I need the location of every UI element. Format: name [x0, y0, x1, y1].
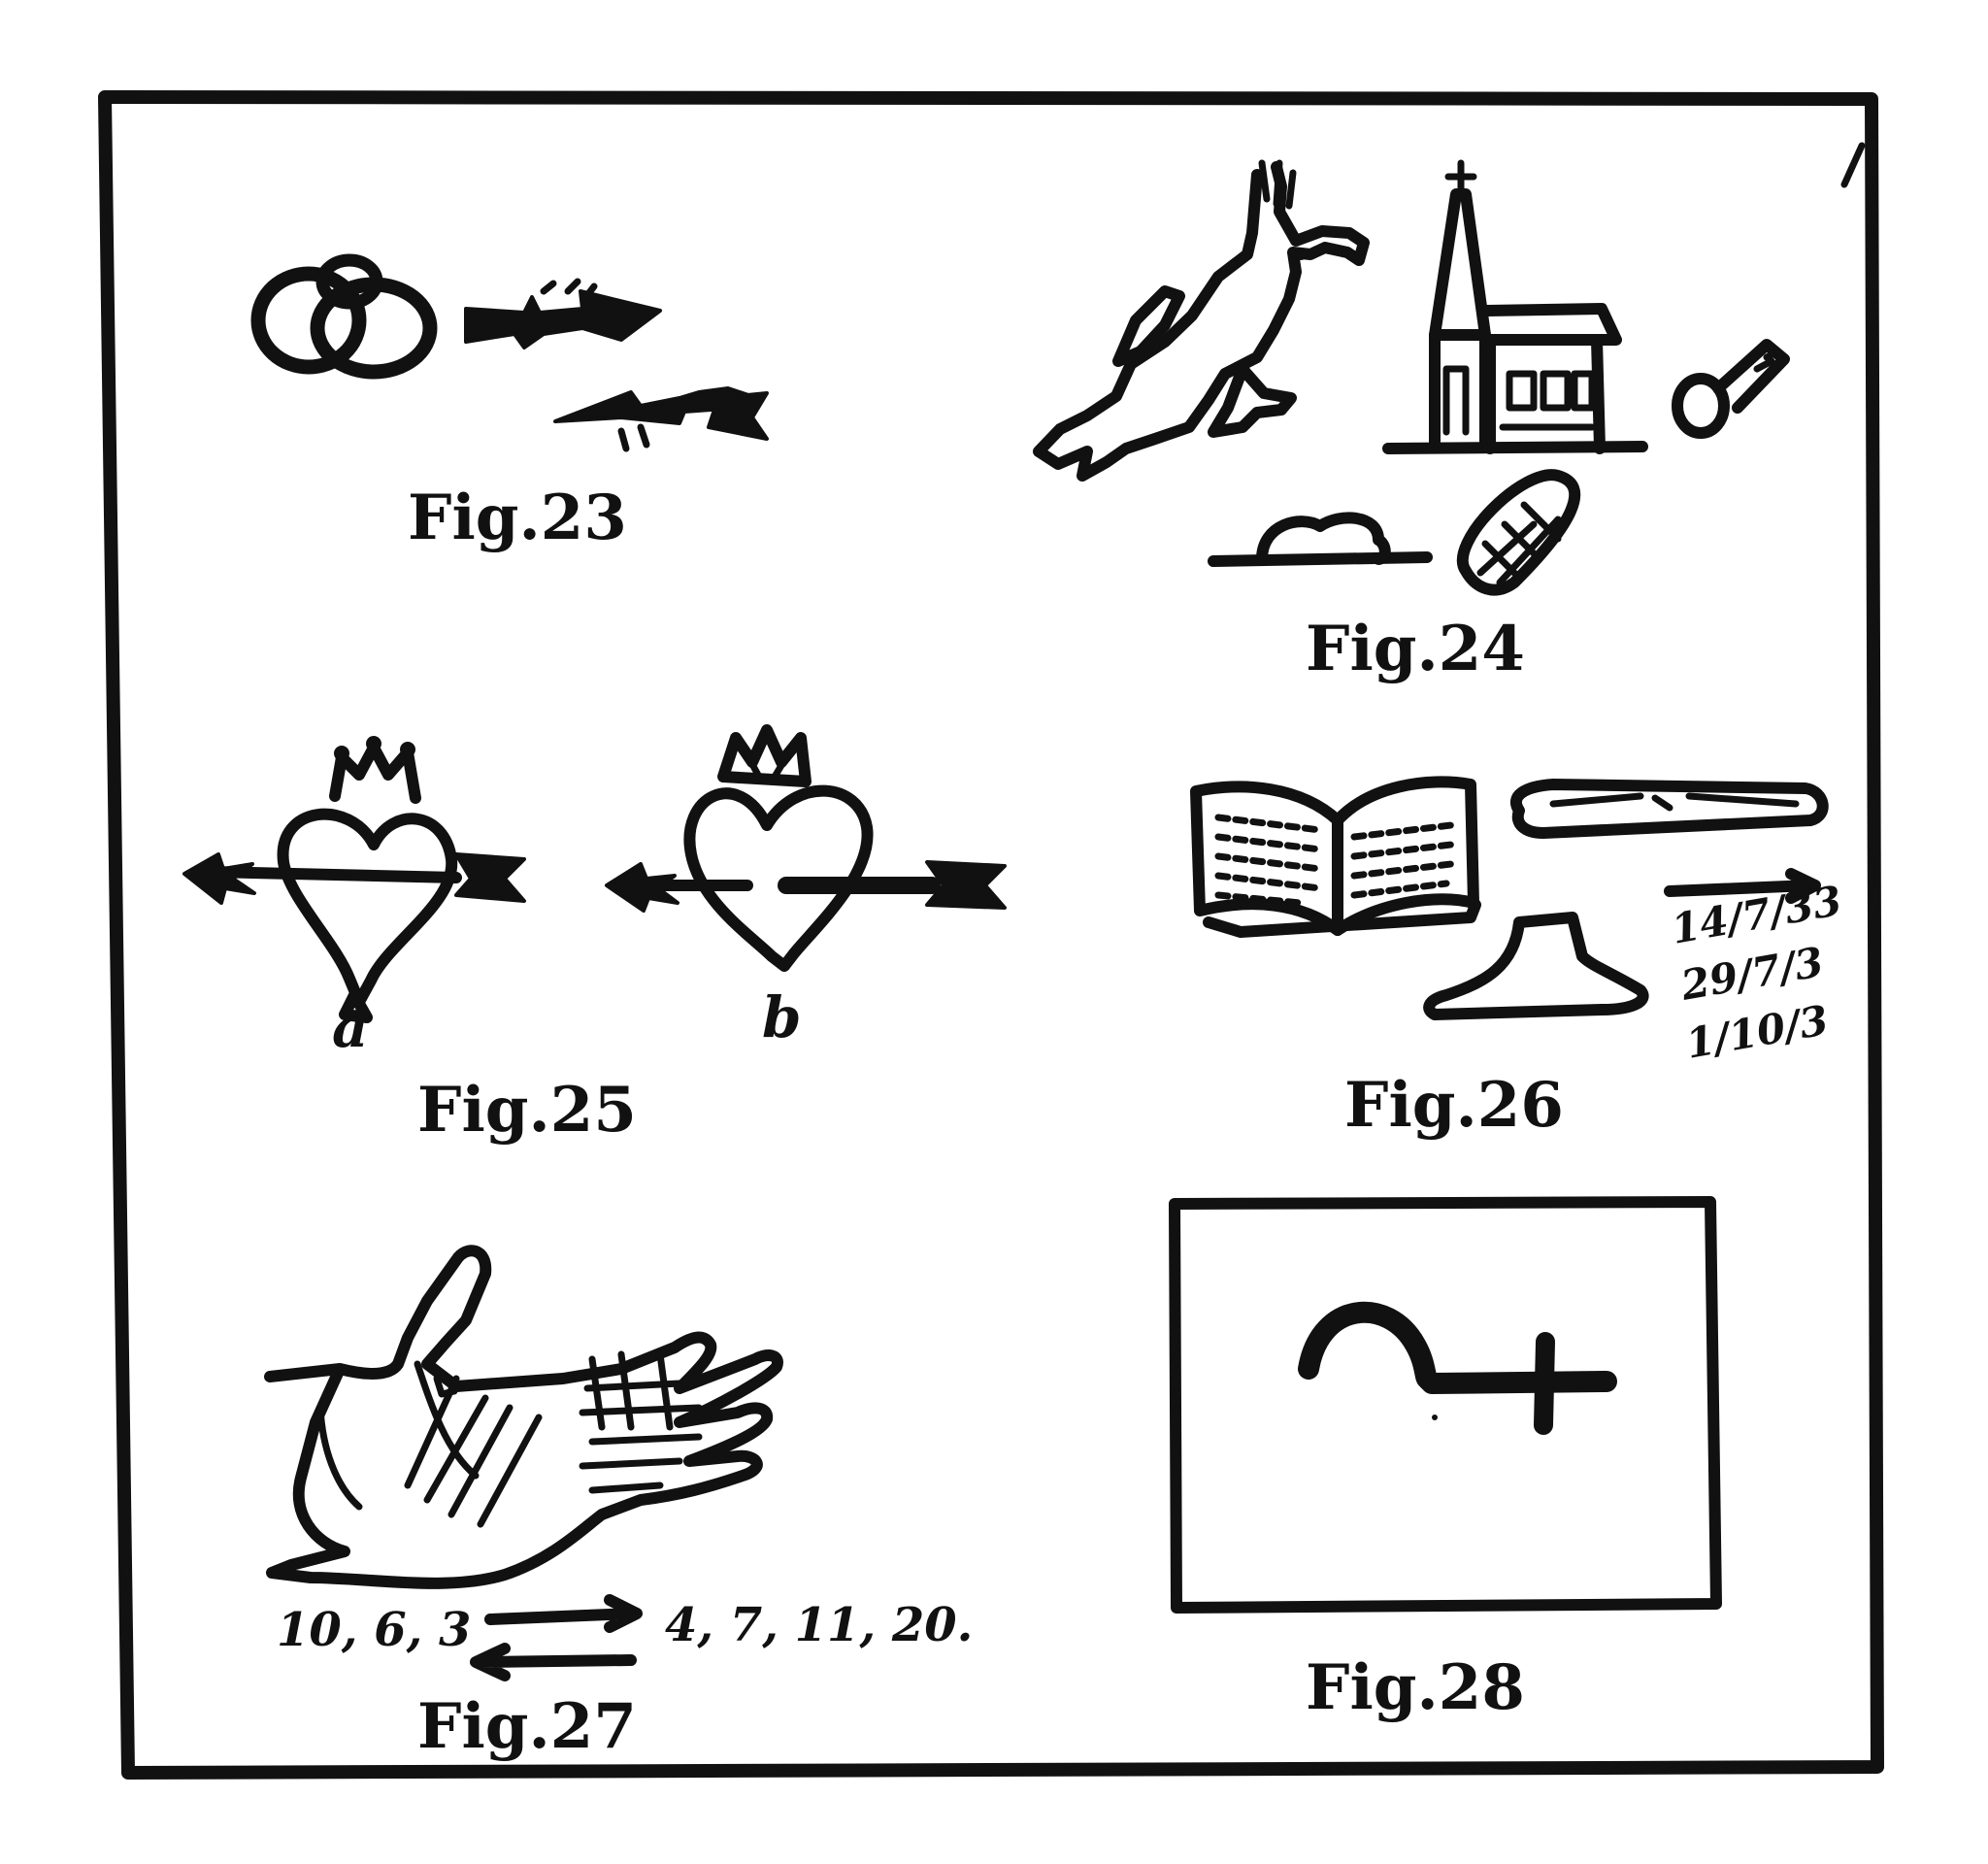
symbol-icon	[1298, 1301, 1617, 1435]
parrot-icon	[1033, 159, 1370, 482]
plate-border	[98, 90, 1884, 1780]
fig23-group: Fig.23	[250, 253, 769, 554]
mound-icon	[1208, 512, 1433, 567]
key-icon	[1672, 339, 1790, 439]
tube-icon	[1509, 779, 1829, 839]
church-icon	[1382, 159, 1648, 454]
fig23-caption: Fig.23	[408, 482, 627, 554]
fig25-caption: Fig.25	[417, 1074, 637, 1147]
fig24-group: Fig.24	[1033, 159, 1790, 685]
fig28-caption: Fig.28	[1306, 1651, 1525, 1724]
arrow-icon	[464, 278, 662, 350]
fig25-label-b: b	[762, 984, 802, 1050]
fig24-caption: Fig.24	[1306, 613, 1525, 685]
fig25-label-a: a	[332, 994, 369, 1060]
fig26-caption: Fig.26	[1344, 1069, 1564, 1142]
fig26-group: 14/7/33 29/7/3 1/10/3 Fig.26	[1190, 776, 1845, 1142]
arrow-icon	[484, 1594, 643, 1633]
hand-icon	[264, 1245, 783, 1589]
interlocked-rings-icon	[250, 253, 438, 380]
corner-mark	[1840, 142, 1866, 188]
bread-icon	[1457, 469, 1581, 596]
arrow-icon	[553, 386, 769, 452]
fig25-group: a b Fig.25	[182, 724, 1007, 1147]
fig27-right-numbers: 4, 7, 11, 20.	[665, 1598, 973, 1652]
crowned-heart-icon	[605, 724, 1007, 972]
fig26-number-3: 1/10/3	[1682, 996, 1832, 1068]
foot-icon	[1423, 912, 1649, 1020]
crowned-heart-icon	[182, 736, 526, 1023]
arrow-icon	[1664, 868, 1821, 904]
fig27-group: 10, 6, 3 4, 7, 11, 20. Fig.27	[264, 1245, 973, 1763]
fig28-frame	[1169, 1196, 1722, 1614]
fig27-left-numbers: 10, 6, 3	[277, 1603, 471, 1657]
fig28-group: Fig.28	[1169, 1196, 1722, 1724]
book-icon	[1190, 776, 1481, 938]
fig27-caption: Fig.27	[417, 1690, 637, 1763]
arrow-icon	[470, 1643, 637, 1681]
